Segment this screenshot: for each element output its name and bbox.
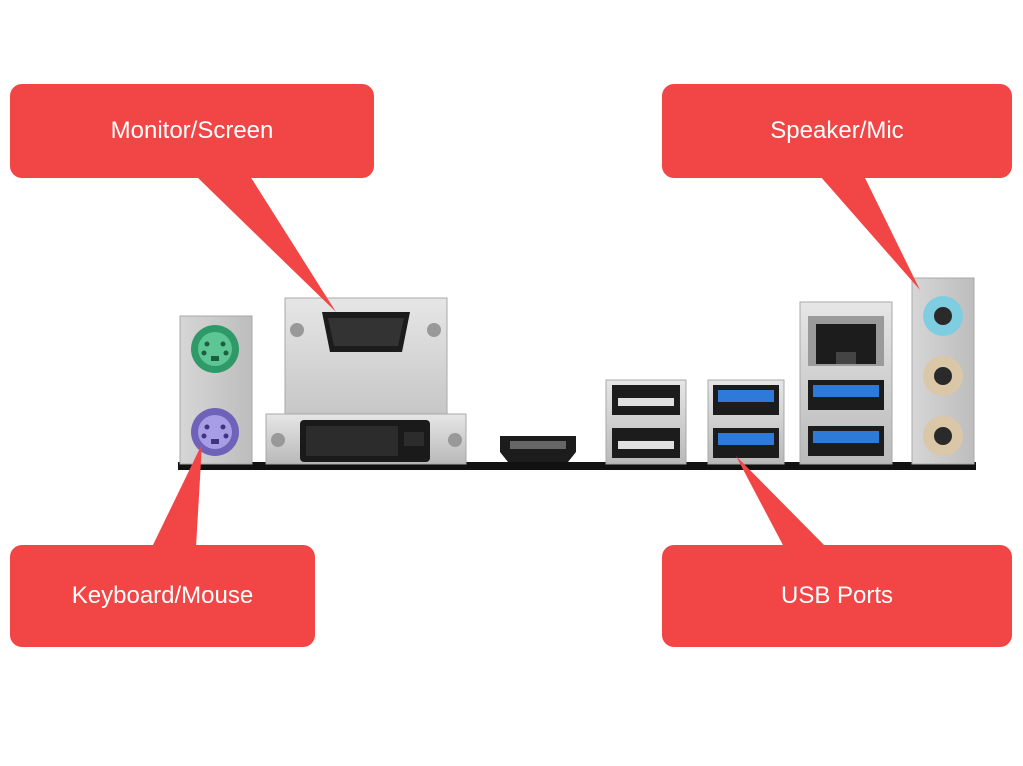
ps2-port-group: [179, 315, 253, 465]
usb3-port-stack-left: [707, 379, 785, 465]
ps2-mouse-port: [191, 325, 239, 373]
callout-monitor: [10, 84, 374, 312]
callout-usb: [662, 456, 1012, 647]
hdmi-port: [500, 436, 576, 462]
usb2-port-stack: [605, 379, 687, 465]
dvi-port: [271, 420, 462, 462]
callout-speaker: [662, 84, 1012, 290]
lan-usb3-stack: [799, 301, 893, 465]
callout-keyboard: [10, 444, 315, 647]
io-shield-base: [178, 462, 976, 470]
ps2-keyboard-port: [191, 408, 239, 456]
audio-line-in-jack: [923, 296, 963, 336]
ethernet-port: [808, 316, 884, 366]
audio-line-out-jack: [923, 356, 963, 396]
vga-port: [290, 312, 441, 352]
audio-mic-jack: [923, 416, 963, 456]
audio-jack-stack: [911, 277, 975, 465]
video-port-group: [265, 297, 467, 465]
